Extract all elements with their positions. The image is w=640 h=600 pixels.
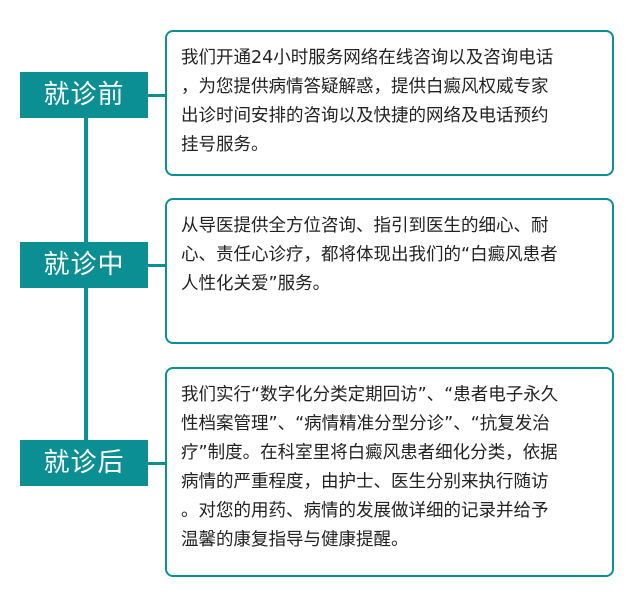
text-line: 疗”制度。在科室里将白癜风患者细化分类，依据 [181, 443, 558, 463]
stage-box-during: 从导医提供全方位咨询、指引到医生的细心、耐 心、责任心诊疗，都将体现出我们的“白… [165, 198, 614, 344]
stage-label-before: 就诊前 [20, 72, 148, 118]
connector-after [148, 462, 166, 465]
connector-during [148, 264, 166, 267]
text-line: 。对您的用药、病情的发展做详细的记录并给予 [181, 501, 549, 521]
text-line: ，为您提供病情答疑解惑，提供白癜风权威专家 [181, 77, 549, 97]
text-line: 出诊时间安排的咨询以及快捷的网络及电话预约 [181, 106, 549, 126]
text-line: 心、责任心诊疗，都将体现出我们的“白癜风患者 [181, 245, 558, 265]
stage-label-after: 就诊后 [20, 440, 148, 486]
stage-box-after: 我们实行“数字化分类定期回访”、“患者电子永久 性档案管理”、“病情精准分型分诊… [165, 367, 614, 577]
text-line: 挂号服务。 [181, 135, 269, 155]
text-line: 我们实行“数字化分类定期回访”、“患者电子永久 [181, 385, 559, 405]
stage-label-during: 就诊中 [20, 242, 148, 288]
text-line: 我们开通24小时服务网络在线咨询以及咨询电话 [181, 48, 554, 68]
stage-box-before: 我们开通24小时服务网络在线咨询以及咨询电话 ，为您提供病情答疑解惑，提供白癜风… [165, 30, 614, 176]
text-line: 从导医提供全方位咨询、指引到医生的细心、耐 [181, 216, 549, 236]
text-line: 温馨的康复指导与健康提醒。 [181, 530, 409, 550]
text-line: 性档案管理”、“病情精准分型分诊”、“抗复发治 [181, 414, 550, 434]
connector-before [148, 94, 166, 97]
text-line: 病情的严重程度，由护士、医生分别来执行随访 [181, 472, 549, 492]
text-line: 人性化关爱”服务。 [181, 274, 331, 294]
